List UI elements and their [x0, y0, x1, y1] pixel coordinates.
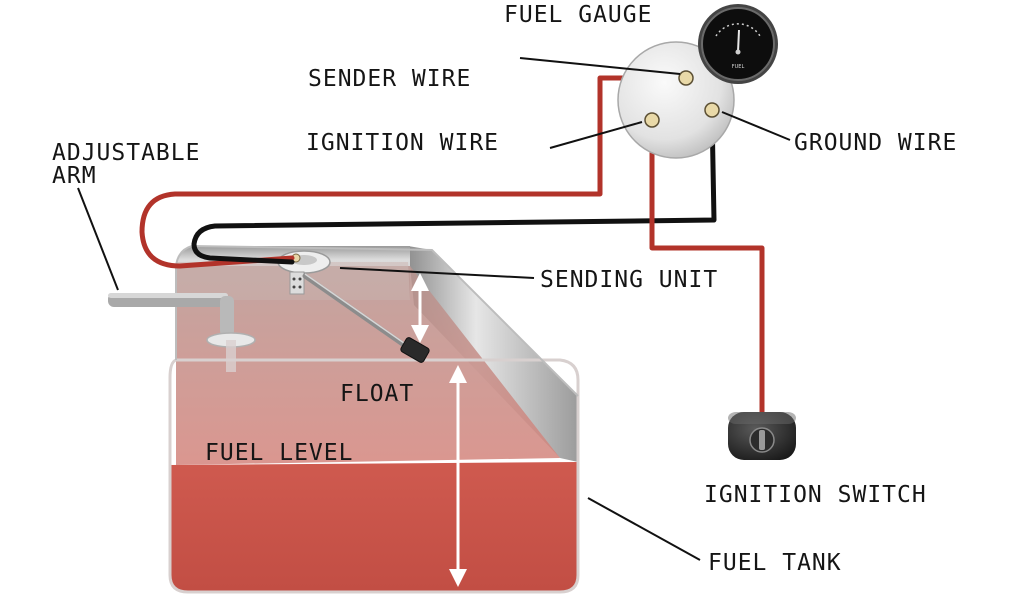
leader-sender-wire — [519, 57, 681, 75]
float-arm — [302, 273, 417, 355]
filler-neck — [108, 293, 256, 372]
sender-wire — [139, 75, 687, 269]
ground-terminal — [704, 102, 720, 118]
label-float: FLOAT — [340, 381, 414, 407]
leader-sending-unit — [339, 267, 535, 279]
sender-terminal — [678, 70, 694, 86]
label-ground-wire: GROUND WIRE — [794, 130, 957, 156]
ignition-wire — [649, 117, 765, 421]
label-adjustable-arm-line1: ADJUSTABLE — [52, 140, 200, 166]
leader-ignition-wire — [549, 121, 643, 149]
float — [400, 337, 430, 363]
ground-wire — [191, 109, 717, 265]
leader-ground-wire — [721, 111, 791, 141]
label-sender-wire: SENDER WIRE — [308, 66, 471, 92]
label-ignition-wire: IGNITION WIRE — [306, 130, 499, 156]
tank-side-face — [408, 246, 578, 462]
label-fuel-tank: FUEL TANK — [708, 550, 842, 576]
leader-adjustable-arm — [77, 187, 119, 291]
leader-lines — [77, 57, 791, 561]
gauge-needle — [737, 29, 740, 53]
label-ignition-switch: IGNITION SWITCH — [704, 482, 927, 508]
ignition-terminal — [644, 112, 660, 128]
label-fuel-gauge: FUEL GAUGE — [504, 2, 652, 28]
fuel-liquid — [170, 462, 578, 592]
fuel-tank — [108, 244, 580, 594]
ignition-switch — [728, 412, 796, 460]
gauge-face-caption: FUEL — [732, 64, 745, 70]
label-sending-unit: SENDING UNIT — [540, 267, 718, 293]
label-adjustable-arm-line2: ARM — [52, 163, 97, 189]
tank-outline — [168, 358, 580, 594]
label-fuel-level: FUEL LEVEL — [205, 440, 353, 466]
leader-fuel-tank — [587, 497, 701, 561]
